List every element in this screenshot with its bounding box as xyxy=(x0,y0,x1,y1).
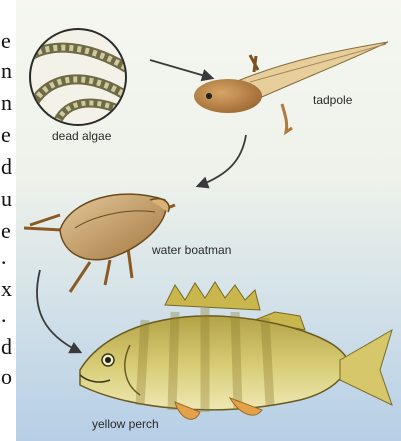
label-dead-algae: dead algae xyxy=(52,129,112,143)
edge-letter: e xyxy=(1,124,11,146)
edge-letter: n xyxy=(1,60,12,82)
label-yellow-perch: yellow perch xyxy=(92,417,159,431)
edge-letter: e xyxy=(1,30,11,52)
edge-letter: x xyxy=(1,278,12,300)
illustration: dead algae tadpole water boatman yellow … xyxy=(16,0,401,441)
edge-letter: d xyxy=(1,336,12,358)
cropped-text-column: e n n e d u e . x . d o xyxy=(0,0,16,441)
label-water-boatman: water boatman xyxy=(151,243,231,257)
edge-letter: . xyxy=(1,304,7,326)
edge-letter: u xyxy=(1,188,12,210)
edge-letter: . xyxy=(1,246,7,268)
label-tadpole: tadpole xyxy=(313,93,353,107)
edge-letter: d xyxy=(1,156,12,178)
edge-letter: e xyxy=(1,220,11,242)
edge-letter: n xyxy=(1,92,12,114)
edge-letter: o xyxy=(1,366,12,388)
